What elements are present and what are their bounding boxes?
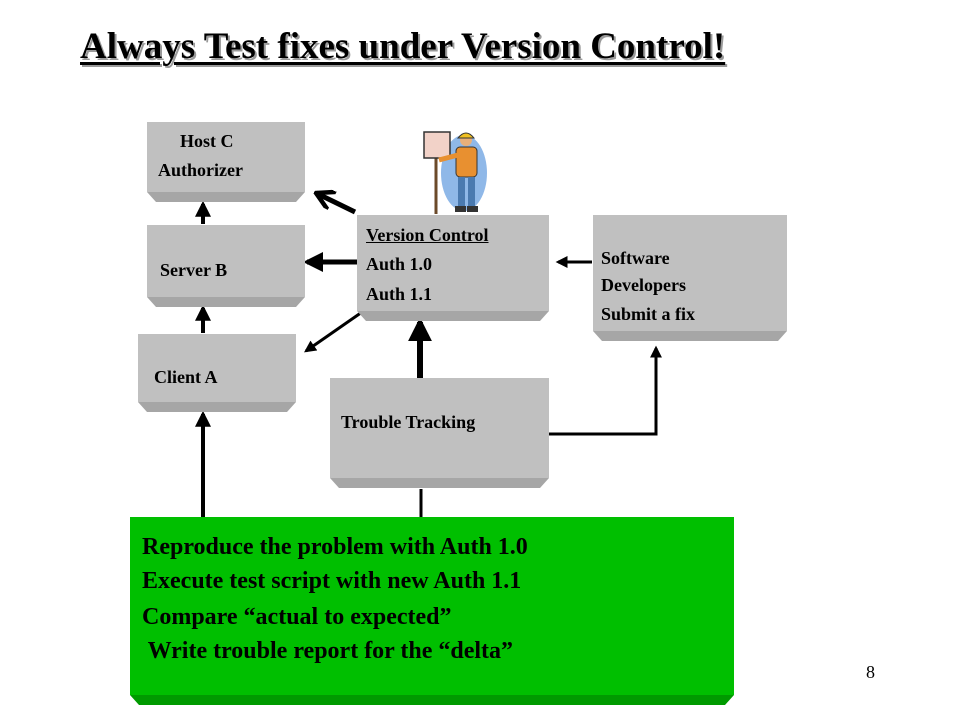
step-1: Reproduce the problem with Auth 1.0: [142, 534, 528, 560]
page-number: 8: [866, 662, 875, 682]
version-auth-1-0: Auth 1.0: [366, 254, 433, 274]
version-auth-1-1: Auth 1.1: [366, 284, 433, 304]
server-label: Server B: [160, 260, 228, 280]
developers-line-3: Submit a fix: [601, 304, 696, 324]
trouble-tracking-box: Trouble Tracking: [330, 378, 549, 478]
client-a-box: Client A: [138, 334, 296, 402]
version-control-heading: Version Control: [366, 225, 489, 245]
construction-worker-icon: [423, 131, 487, 214]
arrow-version-control-to-client: [304, 308, 366, 353]
version-control-box: Version Control Auth 1.0 Auth 1.1: [357, 215, 549, 311]
client-label: Client A: [154, 367, 218, 387]
arrow-version-control-to-host: [316, 193, 357, 215]
host-sublabel: Authorizer: [158, 160, 243, 180]
arrow-tracking-to-developers: [549, 345, 662, 436]
step-4: Write trouble report for the “delta”: [142, 638, 514, 664]
developers-line-2: Developers: [601, 275, 686, 295]
server-b-box: Server B: [147, 225, 305, 297]
trouble-tracking-label: Trouble Tracking: [341, 412, 476, 432]
host-c-authorizer-box: Host C Authorizer: [147, 122, 305, 192]
step-2: Execute test script with new Auth 1.1: [142, 568, 522, 594]
host-label: Host C: [180, 131, 234, 151]
developers-line-1: Software: [601, 248, 670, 268]
slide-title: Always Test fixes under Version Control!: [80, 26, 726, 67]
software-developers-box: Software Developers Submit a fix: [593, 215, 787, 331]
step-3: Compare “actual to expected”: [142, 604, 452, 630]
test-steps-panel: Reproduce the problem with Auth 1.0 Exec…: [130, 517, 734, 695]
